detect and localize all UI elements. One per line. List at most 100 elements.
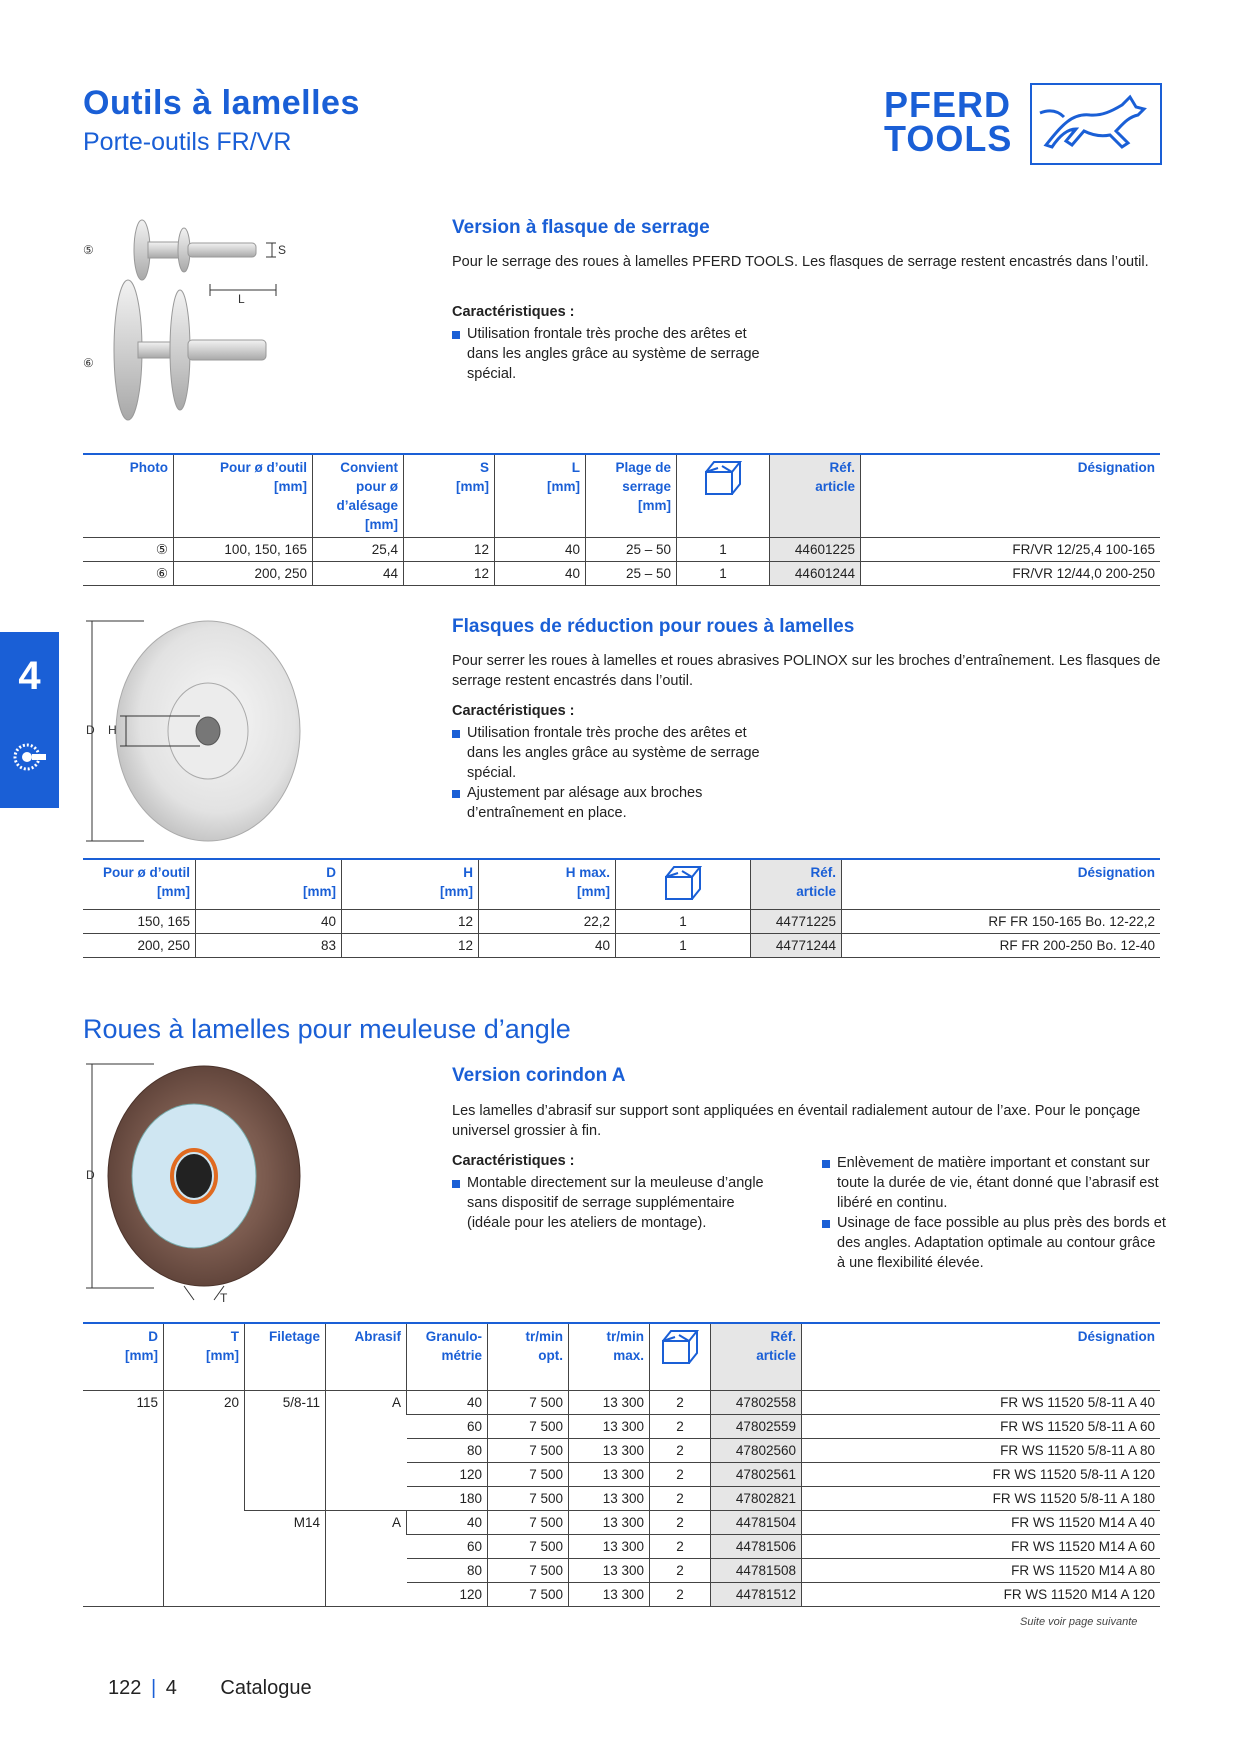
table-row: 60 7 500 13 300 2 47802559 FR WS 11520 5… [83,1414,1160,1439]
package-icon [662,1330,700,1364]
cell-thread: 5/8-11 [244,1390,326,1511]
cell-dia: 200, 250 [173,561,313,586]
col-pack [615,858,751,910]
cell-rpm-opt: 7 500 [487,1534,569,1559]
cell-designation: FR WS 11520 5/8-11 A 40 [801,1390,1160,1415]
cell-rpm-max: 13 300 [568,1438,650,1463]
cell-photo: ⑥ [83,561,174,586]
cell-d: 40 [195,909,342,934]
cell-grit: 80 [406,1558,488,1583]
table-row: 120 7 500 13 300 2 44781512 FR WS 11520 … [83,1582,1160,1607]
cell-pack: 2 [649,1582,711,1607]
table-row: 200, 250 83 12 40 1 44771244 RF FR 200-2… [83,933,1160,958]
col-s: S[mm] [403,453,495,538]
feature-item: Montable directement sur la meuleuse d’a… [452,1173,772,1233]
cell-pack: 2 [649,1534,711,1559]
table-header-row: Pour ø d’outil[mm] D[mm] H[mm] H max.[mm… [83,858,1160,910]
dim-d-label: D [86,723,95,737]
cell-grit: 120 [406,1462,488,1487]
dim-s-label: S [278,243,287,257]
cell-dia: 200, 250 [83,933,196,958]
col-ref: Réf.article [710,1322,802,1391]
page-footer: 122 | 4 Catalogue [108,1677,312,1700]
dim-d-label: D [86,1168,95,1182]
table-row: ⑥ 200, 250 44 12 40 25 – 50 1 44601244 F… [83,561,1160,586]
col-t: T[mm] [163,1322,245,1391]
section1-feature-list: Utilisation frontale très proche des arê… [452,324,782,384]
cell-grit: 120 [406,1582,488,1607]
table-row: 120 7 500 13 300 2 47802561 FR WS 11520 … [83,1462,1160,1487]
table-row: 180 7 500 13 300 2 47802821 FR WS 11520 … [83,1486,1160,1511]
cell-t: 20 [163,1390,245,1607]
col-designation: Désignation [841,858,1160,910]
cell-pack: 1 [615,933,751,958]
feature-item: Utilisation frontale très proche des arê… [452,723,782,783]
cell-l: 40 [494,537,586,562]
cell-designation: FR WS 11520 M14 A 120 [801,1582,1160,1607]
cell-h: 12 [341,909,479,934]
photo-5-label: ⑤ [83,243,94,257]
col-d: D[mm] [83,1322,164,1391]
section3-feature-list-left: Montable directement sur la meuleuse d’a… [452,1173,772,1233]
cell-rpm-opt: 7 500 [487,1510,569,1535]
cell-dia: 100, 150, 165 [173,537,313,562]
section1-features-title: Caractéristiques : [452,304,575,320]
col-d: D[mm] [195,858,342,910]
logo-line-2: TOOLS [884,118,1013,159]
cell-s: 12 [403,537,495,562]
reduction-flange-image: D H [84,615,324,845]
cell-grit: 40 [406,1510,488,1535]
cell-ref: 44781506 [710,1534,802,1559]
footer-label: Catalogue [220,1677,312,1699]
cell-grit: 80 [406,1438,488,1463]
cell-ref: 47802558 [710,1390,802,1415]
section3-heading: Version corindon A [452,1065,626,1086]
table-row: ⑤ 100, 150, 165 25,4 12 40 25 – 50 1 446… [83,537,1160,562]
cell-grit: 40 [406,1390,488,1415]
cell-photo: ⑤ [83,537,174,562]
section1-heading: Version à flasque de serrage [452,217,710,238]
cell-ref: 47802821 [710,1486,802,1511]
feature-item: Utilisation frontale très proche des arê… [452,324,782,384]
col-dia: Pour ø d’outil[mm] [83,858,196,910]
dim-l-label: L [238,292,245,306]
flange-table: Pour ø d’outil[mm] D[mm] H[mm] H max.[mm… [83,858,1160,958]
chapter-tab[interactable]: 4 [0,632,59,808]
col-l: L[mm] [494,453,586,538]
cell-ref: 44771225 [750,909,842,934]
cell-rpm-max: 13 300 [568,1462,650,1487]
table-row: 80 7 500 13 300 2 47802560 FR WS 11520 5… [83,1438,1160,1463]
cell-pack: 1 [615,909,751,934]
col-ref: Réf.article [769,453,861,538]
section2-feature-list: Utilisation frontale très proche des arê… [452,723,782,823]
package-icon [665,866,703,900]
cell-grit: 60 [406,1534,488,1559]
section3-features-title: Caractéristiques : [452,1153,575,1169]
cell-h: 12 [341,933,479,958]
cell-bore: 25,4 [312,537,404,562]
cell-thread: M14 [244,1510,326,1607]
footer-chapter: 4 [165,1677,177,1699]
cell-abrasive: A [325,1510,407,1607]
col-dia: Pour ø d’outil[mm] [173,453,313,538]
col-ref: Réf.article [750,858,842,910]
page-number: 122 [108,1677,142,1699]
horse-logo-icon [1030,83,1162,165]
cell-d: 83 [195,933,342,958]
table-row: 80 7 500 13 300 2 44781508 FR WS 11520 M… [83,1558,1160,1583]
col-photo: Photo [83,453,174,538]
cell-pack: 2 [649,1438,711,1463]
section3-feature-list-right: Enlèvement de matière important et const… [822,1153,1167,1273]
cell-designation: FR/VR 12/44,0 200-250 [860,561,1160,586]
package-icon [705,461,743,495]
cell-rpm-opt: 7 500 [487,1462,569,1487]
cell-rpm-max: 13 300 [568,1558,650,1583]
section3-text: Les lamelles d’abrasif sur support sont … [452,1103,1141,1139]
cell-designation: FR WS 11520 5/8-11 A 120 [801,1462,1160,1487]
flap-wheel-icon [13,743,46,771]
table-row: M14 A 40 7 500 13 300 2 44781504 FR WS 1… [83,1510,1160,1607]
section2-heading: Flasques de réduction pour roues à lamel… [452,616,855,637]
